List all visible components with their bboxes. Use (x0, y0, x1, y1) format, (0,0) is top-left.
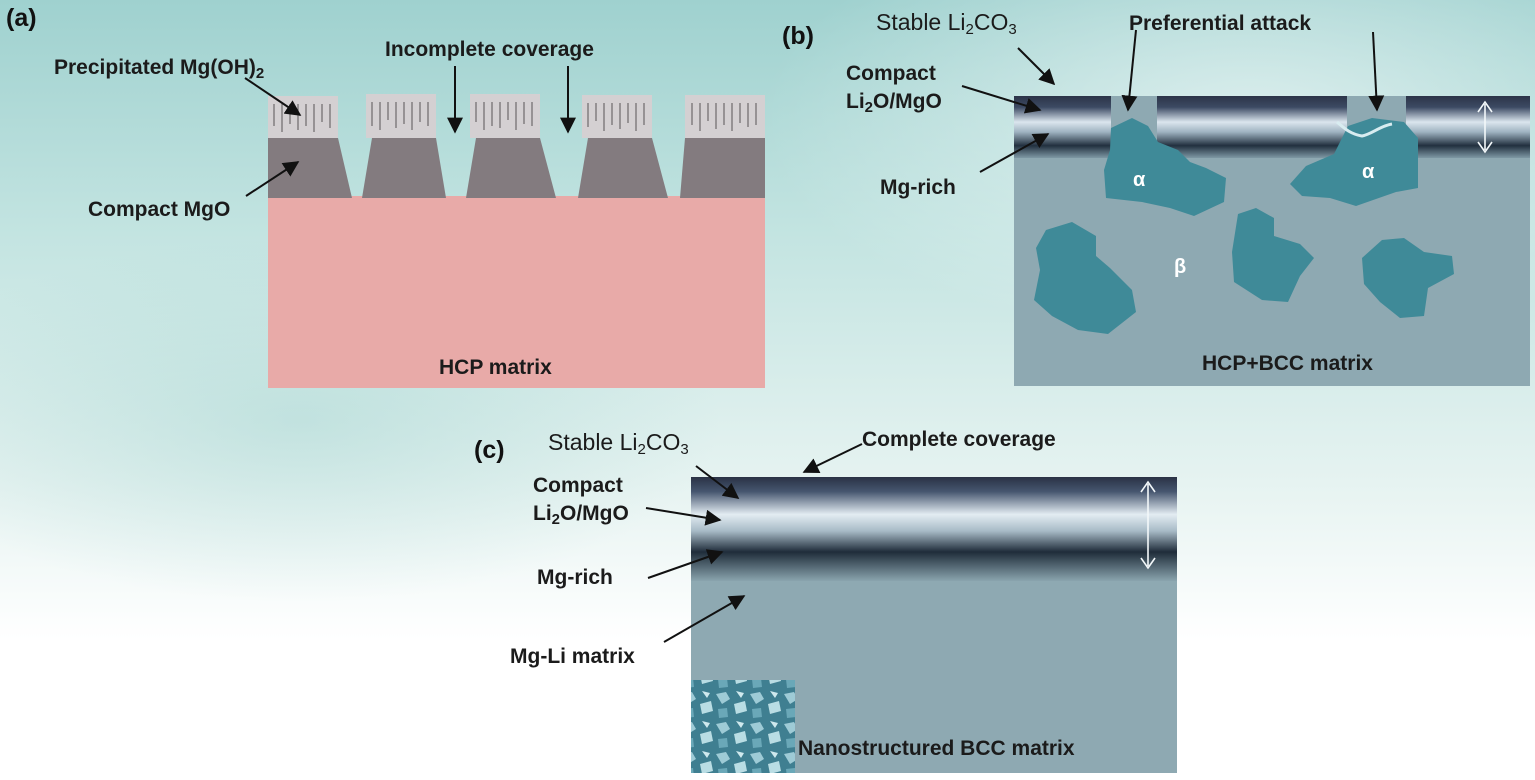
pit-highlight (1336, 120, 1393, 138)
label-alpha-1: α (1133, 169, 1146, 191)
label-incomplete-coverage: Incomplete coverage (385, 38, 594, 61)
label-stable-li2co3-c: Stable Li2CO3 (548, 429, 689, 458)
arrow-complete (802, 443, 863, 473)
panel-c-letter: (c) (474, 436, 505, 464)
mgoh2-precipitates (268, 94, 765, 138)
surface-film-c (691, 477, 1177, 581)
compact-mgo-blocks (268, 138, 765, 198)
arrow-mgrich-c (647, 549, 724, 579)
label-mg-li-matrix: Mg-Li matrix (510, 645, 635, 668)
label-compact-b-line1: Compact (846, 62, 936, 85)
label-nanostructured-bcc: Nanostructured BCC matrix (798, 737, 1075, 760)
film-thickness-arrow-c (1140, 480, 1156, 570)
arrow-precipitated (244, 77, 302, 116)
label-compact-c-line1: Compact (533, 474, 623, 497)
label-beta: β (1174, 256, 1187, 278)
panel-b-letter: (b) (782, 22, 814, 50)
label-stable-li2co3-b: Stable Li2CO3 (876, 9, 1017, 38)
hcp-matrix (268, 196, 765, 388)
arrow-mgli (663, 595, 746, 643)
arrow-compact-b (961, 85, 1042, 114)
label-mg-rich-b: Mg-rich (880, 176, 956, 199)
label-precipitated-mgoh2: Precipitated Mg(OH)2 (54, 56, 265, 82)
label-hcp-matrix: HCP matrix (439, 356, 552, 379)
arrow-stable-b (1017, 47, 1056, 86)
label-mg-rich-c: Mg-rich (537, 566, 613, 589)
arrow-preferential-2 (1368, 31, 1385, 112)
arrow-preferential-1 (1121, 29, 1138, 112)
film-thickness-arrow-b (1477, 100, 1493, 154)
nanostructured-inset (691, 680, 795, 773)
label-complete-coverage: Complete coverage (862, 428, 1056, 451)
surface-film-b (1014, 96, 1530, 158)
label-compact-b-line2: Li2O/MgO (846, 90, 942, 116)
arrow-stable-c (695, 465, 740, 499)
label-compact-c-line2: Li2O/MgO (533, 502, 629, 528)
alpha-phase-grains (1034, 118, 1454, 334)
label-compact-mgo: Compact MgO (88, 198, 231, 221)
label-hcp-bcc-matrix: HCP+BCC matrix (1202, 352, 1373, 375)
label-alpha-2: α (1362, 161, 1375, 183)
arrow-mgrich-b (979, 133, 1050, 173)
arrow-compact-mgo (245, 161, 300, 197)
arrow-compact-c (645, 507, 722, 526)
panel-a-letter: (a) (6, 4, 37, 32)
label-preferential-attack: Preferential attack (1129, 12, 1312, 35)
